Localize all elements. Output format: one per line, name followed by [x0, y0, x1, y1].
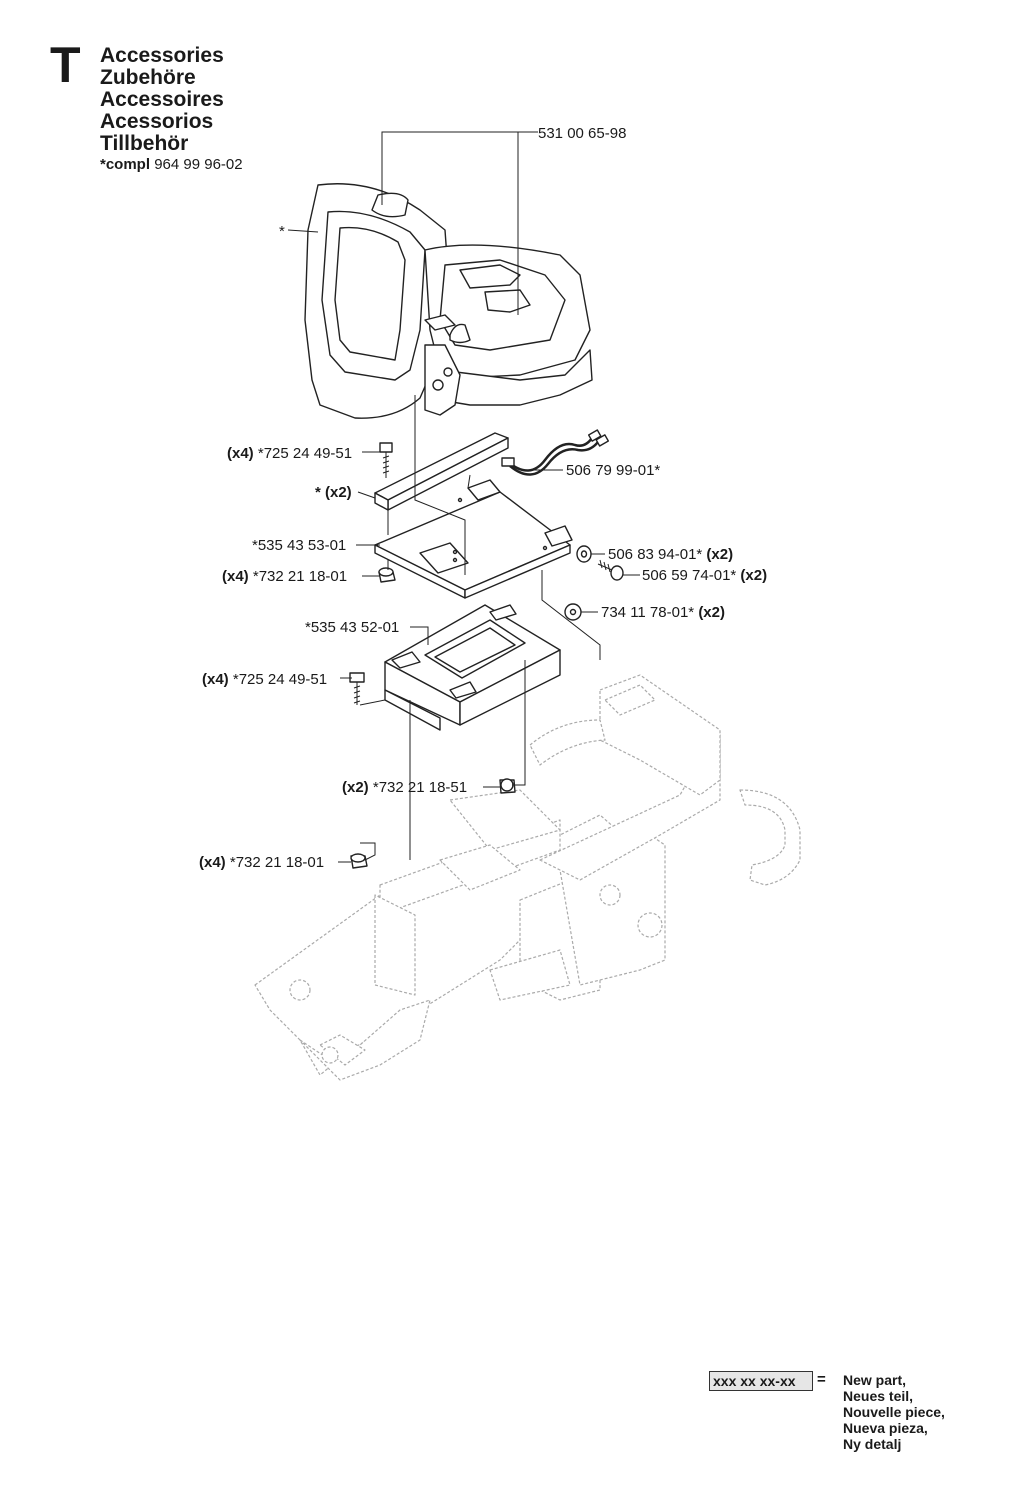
title-block: Accessories Zubehöre Accessoires Acessor…: [100, 45, 243, 175]
seat-rail: [374, 432, 509, 511]
legend-equals: =: [817, 1371, 826, 1388]
compl-label: *compl: [100, 156, 151, 173]
bolt: [597, 559, 624, 581]
wire-harness: [501, 429, 610, 476]
part-washer: 506 83 94-01*: [608, 546, 702, 563]
title-de: Zubehöre: [100, 66, 196, 89]
label-nut-mid: (x2) *732 21 18-51: [342, 779, 467, 796]
part-nut-top: *732 21 18-01: [253, 568, 347, 585]
label-spacer: 734 11 78-01* (x2): [601, 604, 725, 621]
title-en: Accessories: [100, 44, 224, 67]
label-star: *: [279, 223, 285, 240]
legend-line-fr: Nouvelle piece,: [843, 1404, 945, 1420]
section-letter: T: [50, 37, 81, 93]
leader-lines: [287, 131, 640, 863]
support-bracket: [384, 604, 561, 731]
nut-top: [378, 567, 396, 583]
legend-text: New part, Neues teil, Nouvelle piece, Nu…: [843, 1372, 945, 1452]
legend-line-de: Neues teil,: [843, 1388, 914, 1404]
label-bracket: *535 43 52-01: [305, 619, 399, 636]
spacer: [564, 603, 582, 621]
compl-number: 964 99 96-02: [154, 156, 243, 173]
label-washer: 506 83 94-01* (x2): [608, 546, 733, 563]
legend-line-es: Nueva pieza,: [843, 1420, 928, 1436]
qty-spacer: (x2): [698, 604, 725, 621]
label-bolt: 506 59 74-01* (x2): [642, 567, 767, 584]
legend-line-en: New part,: [843, 1372, 907, 1388]
tractor-frame: [254, 674, 801, 1081]
title-fr: Accessoires: [100, 88, 224, 111]
label-plate: *535 43 53-01: [252, 537, 346, 554]
label-nut-top: (x4) *732 21 18-01: [222, 568, 347, 585]
screw-mid: [349, 672, 365, 705]
qty-washer: (x2): [706, 546, 733, 563]
label-rail: * (x2): [315, 484, 352, 501]
qty-screw-top: (x4): [227, 445, 254, 462]
label-screw-top: (x4) *725 24 49-51: [227, 445, 352, 462]
seat: [304, 183, 593, 419]
legend-line-sv: Ny detalj: [843, 1436, 902, 1452]
screw-top: [379, 442, 393, 478]
part-spacer: 734 11 78-01*: [601, 604, 694, 621]
washer: [576, 545, 592, 563]
part-nut-bottom: *732 21 18-01: [230, 854, 324, 871]
label-screw-mid: (x4) *725 24 49-51: [202, 671, 327, 688]
title-pt: Acessorios: [100, 110, 214, 133]
compl-line: *compl 964 99 96-02: [100, 155, 243, 175]
label-nut-bottom: (x4) *732 21 18-01: [199, 854, 324, 871]
qty-screw-mid: (x4): [202, 671, 229, 688]
label-seat: 531 00 65-98: [538, 125, 626, 142]
qty-nut-bottom: (x4): [199, 854, 226, 871]
nut-bottom: [350, 853, 368, 869]
part-screw-top: *725 24 49-51: [258, 445, 352, 462]
mounting-plate: [374, 479, 573, 599]
nut-mid: [499, 778, 516, 794]
label-wire-harness: 506 79 99-01*: [566, 462, 660, 479]
qty-nut-top: (x4): [222, 568, 249, 585]
legend-sample-box: xxx xx xx-xx: [709, 1371, 813, 1391]
qty-nut-mid: (x2): [342, 779, 369, 796]
part-screw-mid: *725 24 49-51: [233, 671, 327, 688]
title-sv: Tillbehör: [100, 132, 189, 155]
qty-bolt: (x2): [740, 567, 767, 584]
part-bolt: 506 59 74-01*: [642, 567, 736, 584]
part-nut-mid: *732 21 18-51: [373, 779, 467, 796]
